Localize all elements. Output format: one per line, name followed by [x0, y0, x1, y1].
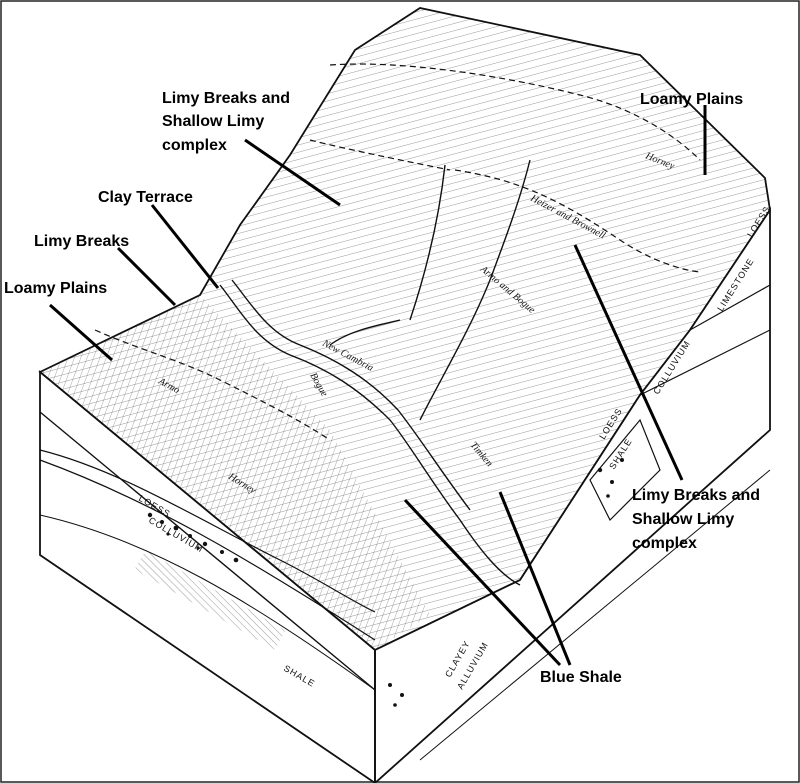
left-face: [39, 370, 376, 783]
callout-loamy-plains-top: Loamy Plains: [640, 91, 743, 108]
colluvium-dots: [147, 512, 239, 563]
soil-boundaries: [94, 63, 701, 441]
callout-limy-breaks: Limy Breaks: [34, 233, 129, 250]
leader-limy-breaks-shallow-right: [573, 244, 684, 481]
callout-limy-breaks-shallow-top-1: Limy Breaks and: [162, 90, 290, 107]
alluvium-dots: [388, 458, 624, 707]
callout-limy-breaks-shallow-right-3: complex: [632, 535, 697, 552]
leader-lines: [49, 105, 707, 667]
callout-limy-breaks-shallow-right-2: Shallow Limy: [632, 511, 734, 528]
leader-blue-shale-1: [403, 498, 562, 667]
leader-loamy-plains-left: [49, 303, 113, 362]
leader-blue-shale-2: [498, 491, 572, 666]
right-face: [374, 207, 771, 783]
callout-blue-shale: Blue Shale: [540, 669, 622, 686]
callout-limy-breaks-shallow-top-3: complex: [162, 137, 227, 154]
leader-limy-breaks: [116, 246, 177, 307]
callout-limy-breaks-shallow-top-2: Shallow Limy: [162, 113, 264, 130]
callout-labels: Limy Breaks and Shallow Limy complex Loa…: [4, 90, 760, 686]
callout-clay-terrace: Clay Terrace: [98, 189, 193, 206]
callout-loamy-plains-left: Loamy Plains: [4, 280, 107, 297]
leader-clay-terrace: [150, 204, 220, 289]
leader-limy-breaks-shallow-top: [244, 138, 341, 207]
callout-limy-breaks-shallow-right-1: Limy Breaks and: [632, 487, 760, 504]
drainage: [219, 159, 531, 586]
